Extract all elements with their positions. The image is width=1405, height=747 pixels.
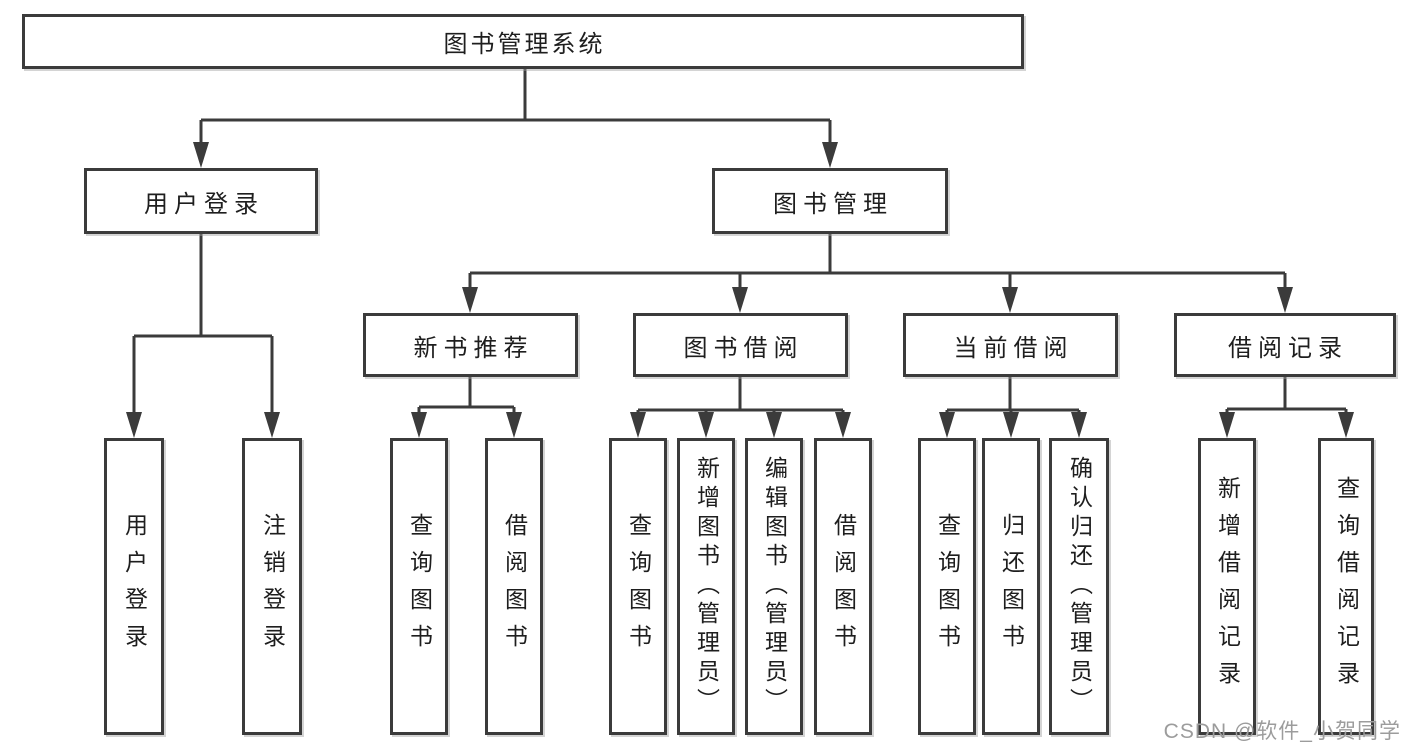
node-label: 借阅记录: [1228, 334, 1348, 362]
node-label: 注销登录: [259, 512, 286, 661]
node-user-login: 用户登录: [84, 168, 318, 234]
node-label: 借阅图书: [501, 512, 528, 661]
node-label: 新书推荐: [413, 334, 534, 362]
node-label: 查询图书: [406, 512, 433, 661]
node-label: 确认归还（管理员）: [1066, 456, 1093, 717]
node-leaf-add-borrow-record: 新增借阅记录: [1198, 438, 1256, 735]
node-leaf-logout: 注销登录: [242, 438, 302, 735]
node-label: 用户登录: [144, 190, 264, 218]
node-book-borrowing: 图书借阅: [633, 313, 848, 377]
node-leaf-borrow-books-recommend: 借阅图书: [485, 438, 543, 735]
node-label: 图书借阅: [683, 334, 804, 362]
node-book-management: 图书管理: [712, 168, 948, 234]
node-leaf-confirm-return-admin: 确认归还（管理员）: [1049, 438, 1109, 735]
node-leaf-borrow-books: 借阅图书: [814, 438, 872, 735]
node-borrowing-records: 借阅记录: [1174, 313, 1396, 377]
node-label: 查询借阅记录: [1333, 475, 1360, 698]
node-leaf-edit-books-admin: 编辑图书（管理员）: [745, 438, 803, 735]
node-leaf-user-login: 用户登录: [104, 438, 164, 735]
node-label: 当前借阅: [953, 334, 1074, 362]
node-label: 用户登录: [121, 512, 148, 661]
node-label: 归还图书: [998, 512, 1025, 661]
node-leaf-query-books-recommend: 查询图书: [390, 438, 448, 735]
node-label: 新增图书（管理员）: [693, 456, 720, 717]
node-label: 查询图书: [625, 512, 652, 661]
node-leaf-add-books-admin: 新增图书（管理员）: [677, 438, 735, 735]
node-label: 编辑图书（管理员）: [761, 456, 788, 717]
node-root: 图书管理系统: [22, 14, 1024, 69]
node-label: 图书管理: [773, 190, 893, 218]
node-leaf-query-books-current: 查询图书: [918, 438, 976, 735]
node-leaf-query-books-borrowing: 查询图书: [609, 438, 667, 735]
node-label: 借阅图书: [830, 512, 857, 661]
node-leaf-query-borrow-record: 查询借阅记录: [1318, 438, 1374, 735]
watermark: CSDN @软件_小贺同学: [1163, 720, 1401, 743]
node-label: 查询图书: [934, 512, 961, 661]
node-label: 新增借阅记录: [1214, 475, 1241, 698]
node-current-borrowing: 当前借阅: [903, 313, 1118, 377]
node-label: 图书管理系统: [443, 31, 606, 58]
node-new-book-recommend: 新书推荐: [363, 313, 578, 377]
node-leaf-return-books: 归还图书: [982, 438, 1040, 735]
